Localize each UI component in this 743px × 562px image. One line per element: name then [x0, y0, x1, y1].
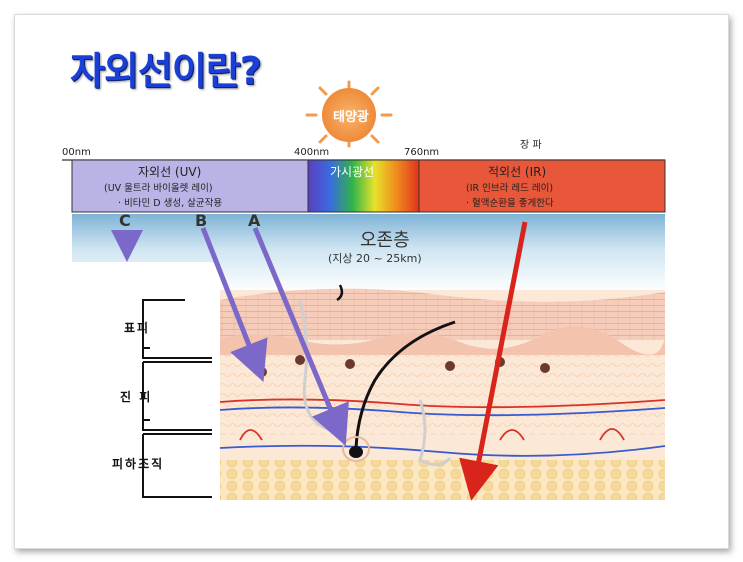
visible-title: 가시광선 — [330, 165, 375, 179]
ir-band — [418, 159, 666, 213]
ray-b-label: B — [195, 211, 208, 230]
ozone-sub: (지상 20 ~ 25km) — [328, 252, 422, 265]
uv-title: 자외선 (UV) — [138, 165, 202, 179]
skin-layer-brackets — [142, 299, 212, 498]
ozone-title: 오존층 — [360, 230, 410, 251]
nm-400-label: 400nm — [294, 147, 330, 158]
dermis-label: 진 피 — [120, 390, 153, 404]
ir-sub1: (IR 인브라 레드 레이) — [466, 183, 554, 194]
uv-sub1: (UV 울트라 바이올렛 레이) — [104, 183, 213, 194]
long-wave-label: 장 파 — [520, 140, 542, 151]
epidermis-label: 표피 — [124, 321, 151, 335]
sun-label: 태양광 — [333, 110, 369, 125]
ir-sub2: · 혈액순환을 좋게한다 — [466, 198, 554, 209]
ir-title: 적외선 (IR) — [488, 165, 547, 179]
nm-0-label: 00nm — [62, 147, 91, 158]
uv-sub2: · 비타민 D 생성, 살균작용 — [118, 198, 223, 209]
page-title: 자외선이란? — [70, 49, 262, 93]
uv-b-ray — [200, 227, 268, 382]
sun-icon — [305, 80, 393, 148]
ir-ray — [459, 221, 528, 501]
uv-a-ray — [252, 227, 349, 446]
ray-c-label: C — [119, 211, 131, 230]
skin-cross-section — [219, 284, 666, 500]
uv-band — [71, 159, 309, 213]
subcutaneous-label: 피하조직 — [112, 457, 165, 471]
ray-a-label: A — [248, 211, 261, 230]
nm-760-label: 760nm — [404, 147, 440, 158]
